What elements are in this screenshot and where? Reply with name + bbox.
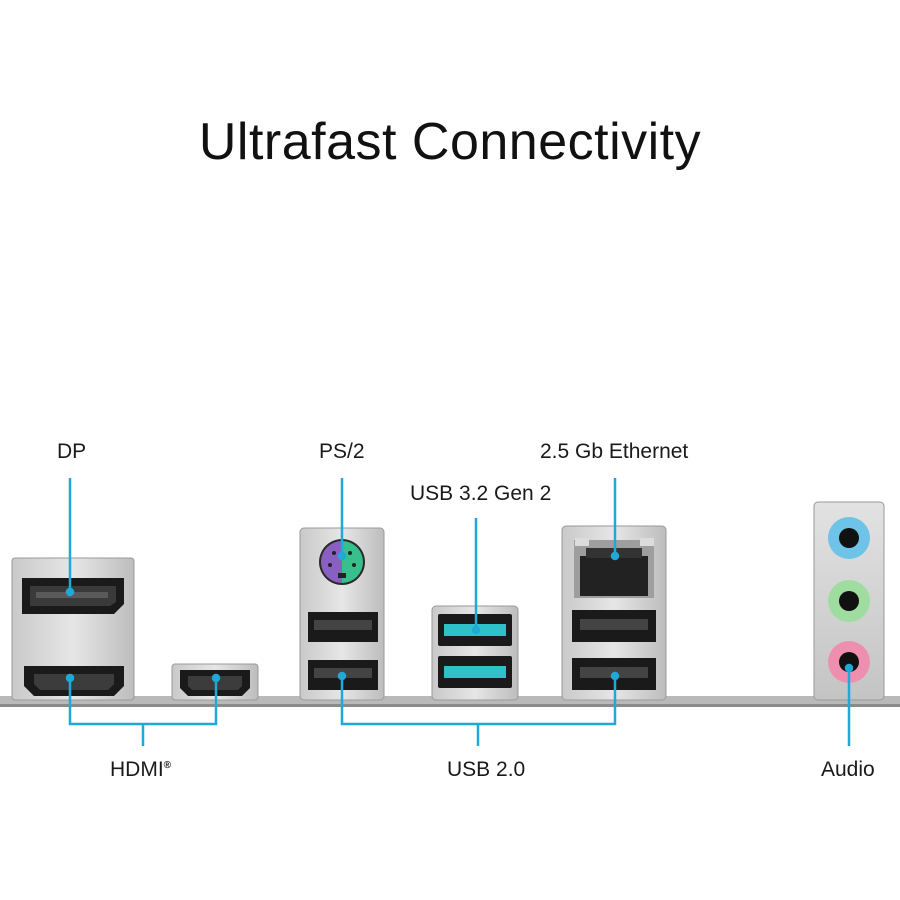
callout-lines [65, 478, 854, 746]
callout-usb32-dot [471, 625, 481, 635]
audio-jack-blue-icon [828, 517, 870, 559]
callout-ps2-dot [337, 551, 347, 561]
callout-usb20-dot-2 [610, 671, 620, 681]
dp-hdmi-port-stack [11, 557, 135, 701]
displayport-icon [22, 578, 124, 614]
audio-jack-pink-icon [828, 641, 870, 683]
callout-usb20-dot-1 [337, 671, 347, 681]
label-hdmi: HDMI® [110, 758, 171, 782]
label-usb32: USB 3.2 Gen 2 [410, 482, 552, 505]
io-shield-base [0, 696, 900, 707]
callout-hdmi-dot-2 [211, 673, 221, 683]
ps2-usb-stack [299, 527, 385, 701]
registered-mark: ® [163, 760, 172, 771]
page-title: Ultrafast Connectivity [198, 113, 702, 171]
label-hdmi-text: HDMI [110, 758, 164, 781]
audio-jack-green-icon [828, 580, 870, 622]
callout-audio-dot [844, 663, 854, 673]
callout-ethernet-dot [610, 551, 620, 561]
hdmi-port-icon [24, 666, 124, 696]
label-ethernet: 2.5 Gb Ethernet [540, 440, 689, 463]
label-dp: DP [57, 440, 87, 463]
usb32-port-icon [438, 656, 512, 688]
usb2-port-icon [308, 612, 378, 642]
usb32-stack [431, 605, 519, 701]
label-ps2: PS/2 [319, 440, 365, 463]
callout-hdmi-dot-1 [65, 673, 75, 683]
label-usb20: USB 2.0 [447, 758, 526, 781]
usb2-port-icon [572, 610, 656, 642]
audio-jack-stack [813, 501, 885, 701]
callout-dp-dot [65, 587, 75, 597]
ps2-port-icon [319, 539, 365, 585]
label-audio: Audio [821, 758, 875, 781]
